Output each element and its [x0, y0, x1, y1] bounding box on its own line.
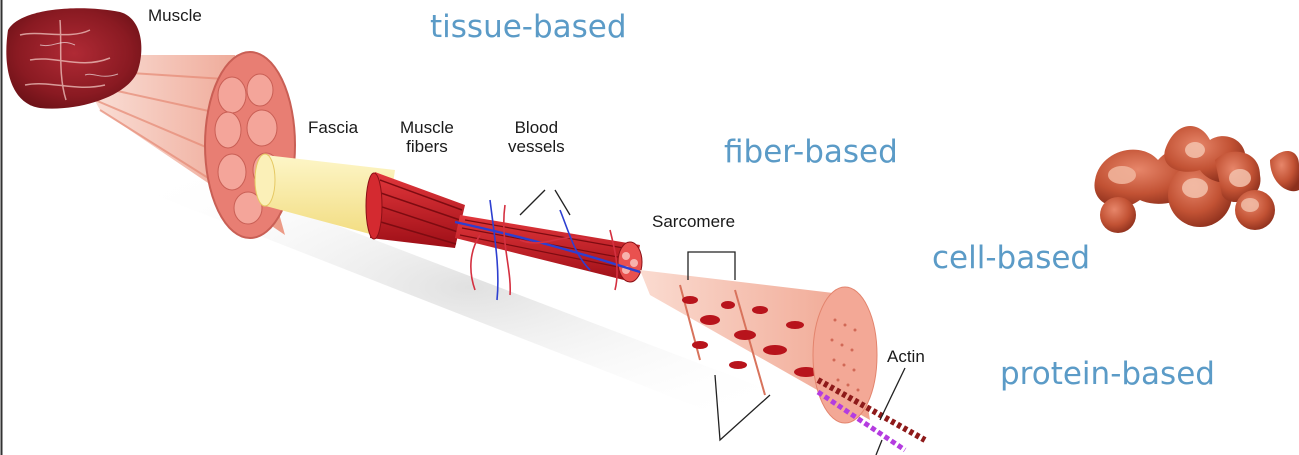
- muscle-fiber-bundle: [366, 172, 465, 248]
- label-muscle: Muscle: [148, 6, 202, 25]
- myofibril-end-face: [813, 287, 877, 423]
- cell-cluster-image: [1092, 126, 1299, 233]
- category-cell-based: cell-based: [932, 241, 1090, 276]
- category-tissue-based: tissue-based: [430, 10, 627, 45]
- category-protein-based: protein-based: [1000, 357, 1215, 392]
- label-fascia: Fascia: [308, 118, 358, 137]
- category-fiber-based: fiber-based: [724, 135, 898, 170]
- label-actin: Actin: [887, 347, 925, 366]
- label-muscle-fibers: Muscle fibers: [400, 118, 454, 156]
- label-sarcomere: Sarcomere: [652, 212, 735, 231]
- label-blood-vessels: Blood vessels: [508, 118, 565, 156]
